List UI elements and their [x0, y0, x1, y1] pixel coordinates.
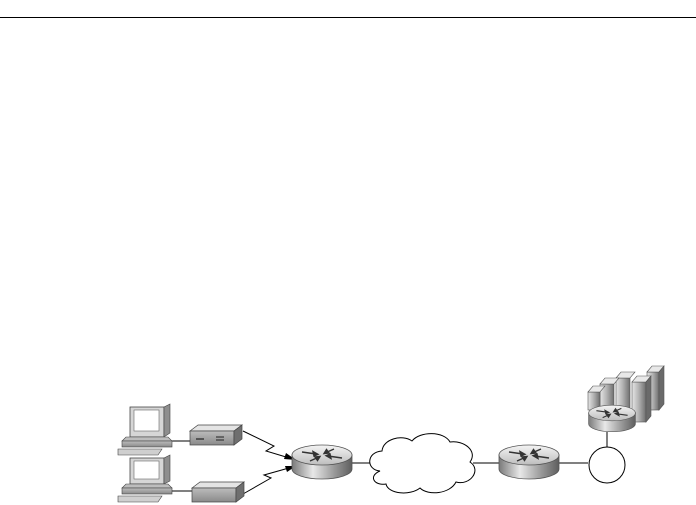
- links: [172, 430, 608, 495]
- router-icon: [291, 444, 353, 480]
- serial-link-2: [242, 465, 297, 495]
- modem-icon: [190, 481, 246, 503]
- serial-link-1: [242, 430, 297, 461]
- router-icon: [588, 404, 636, 433]
- modem-icon: [188, 424, 244, 446]
- pc-workstation-icon: [117, 403, 173, 456]
- pc-workstation-icon: [117, 454, 173, 503]
- cloud-icon: [369, 433, 476, 494]
- ring-network-icon: [588, 446, 626, 484]
- router-icon: [498, 444, 560, 480]
- top-rule: [0, 17, 696, 18]
